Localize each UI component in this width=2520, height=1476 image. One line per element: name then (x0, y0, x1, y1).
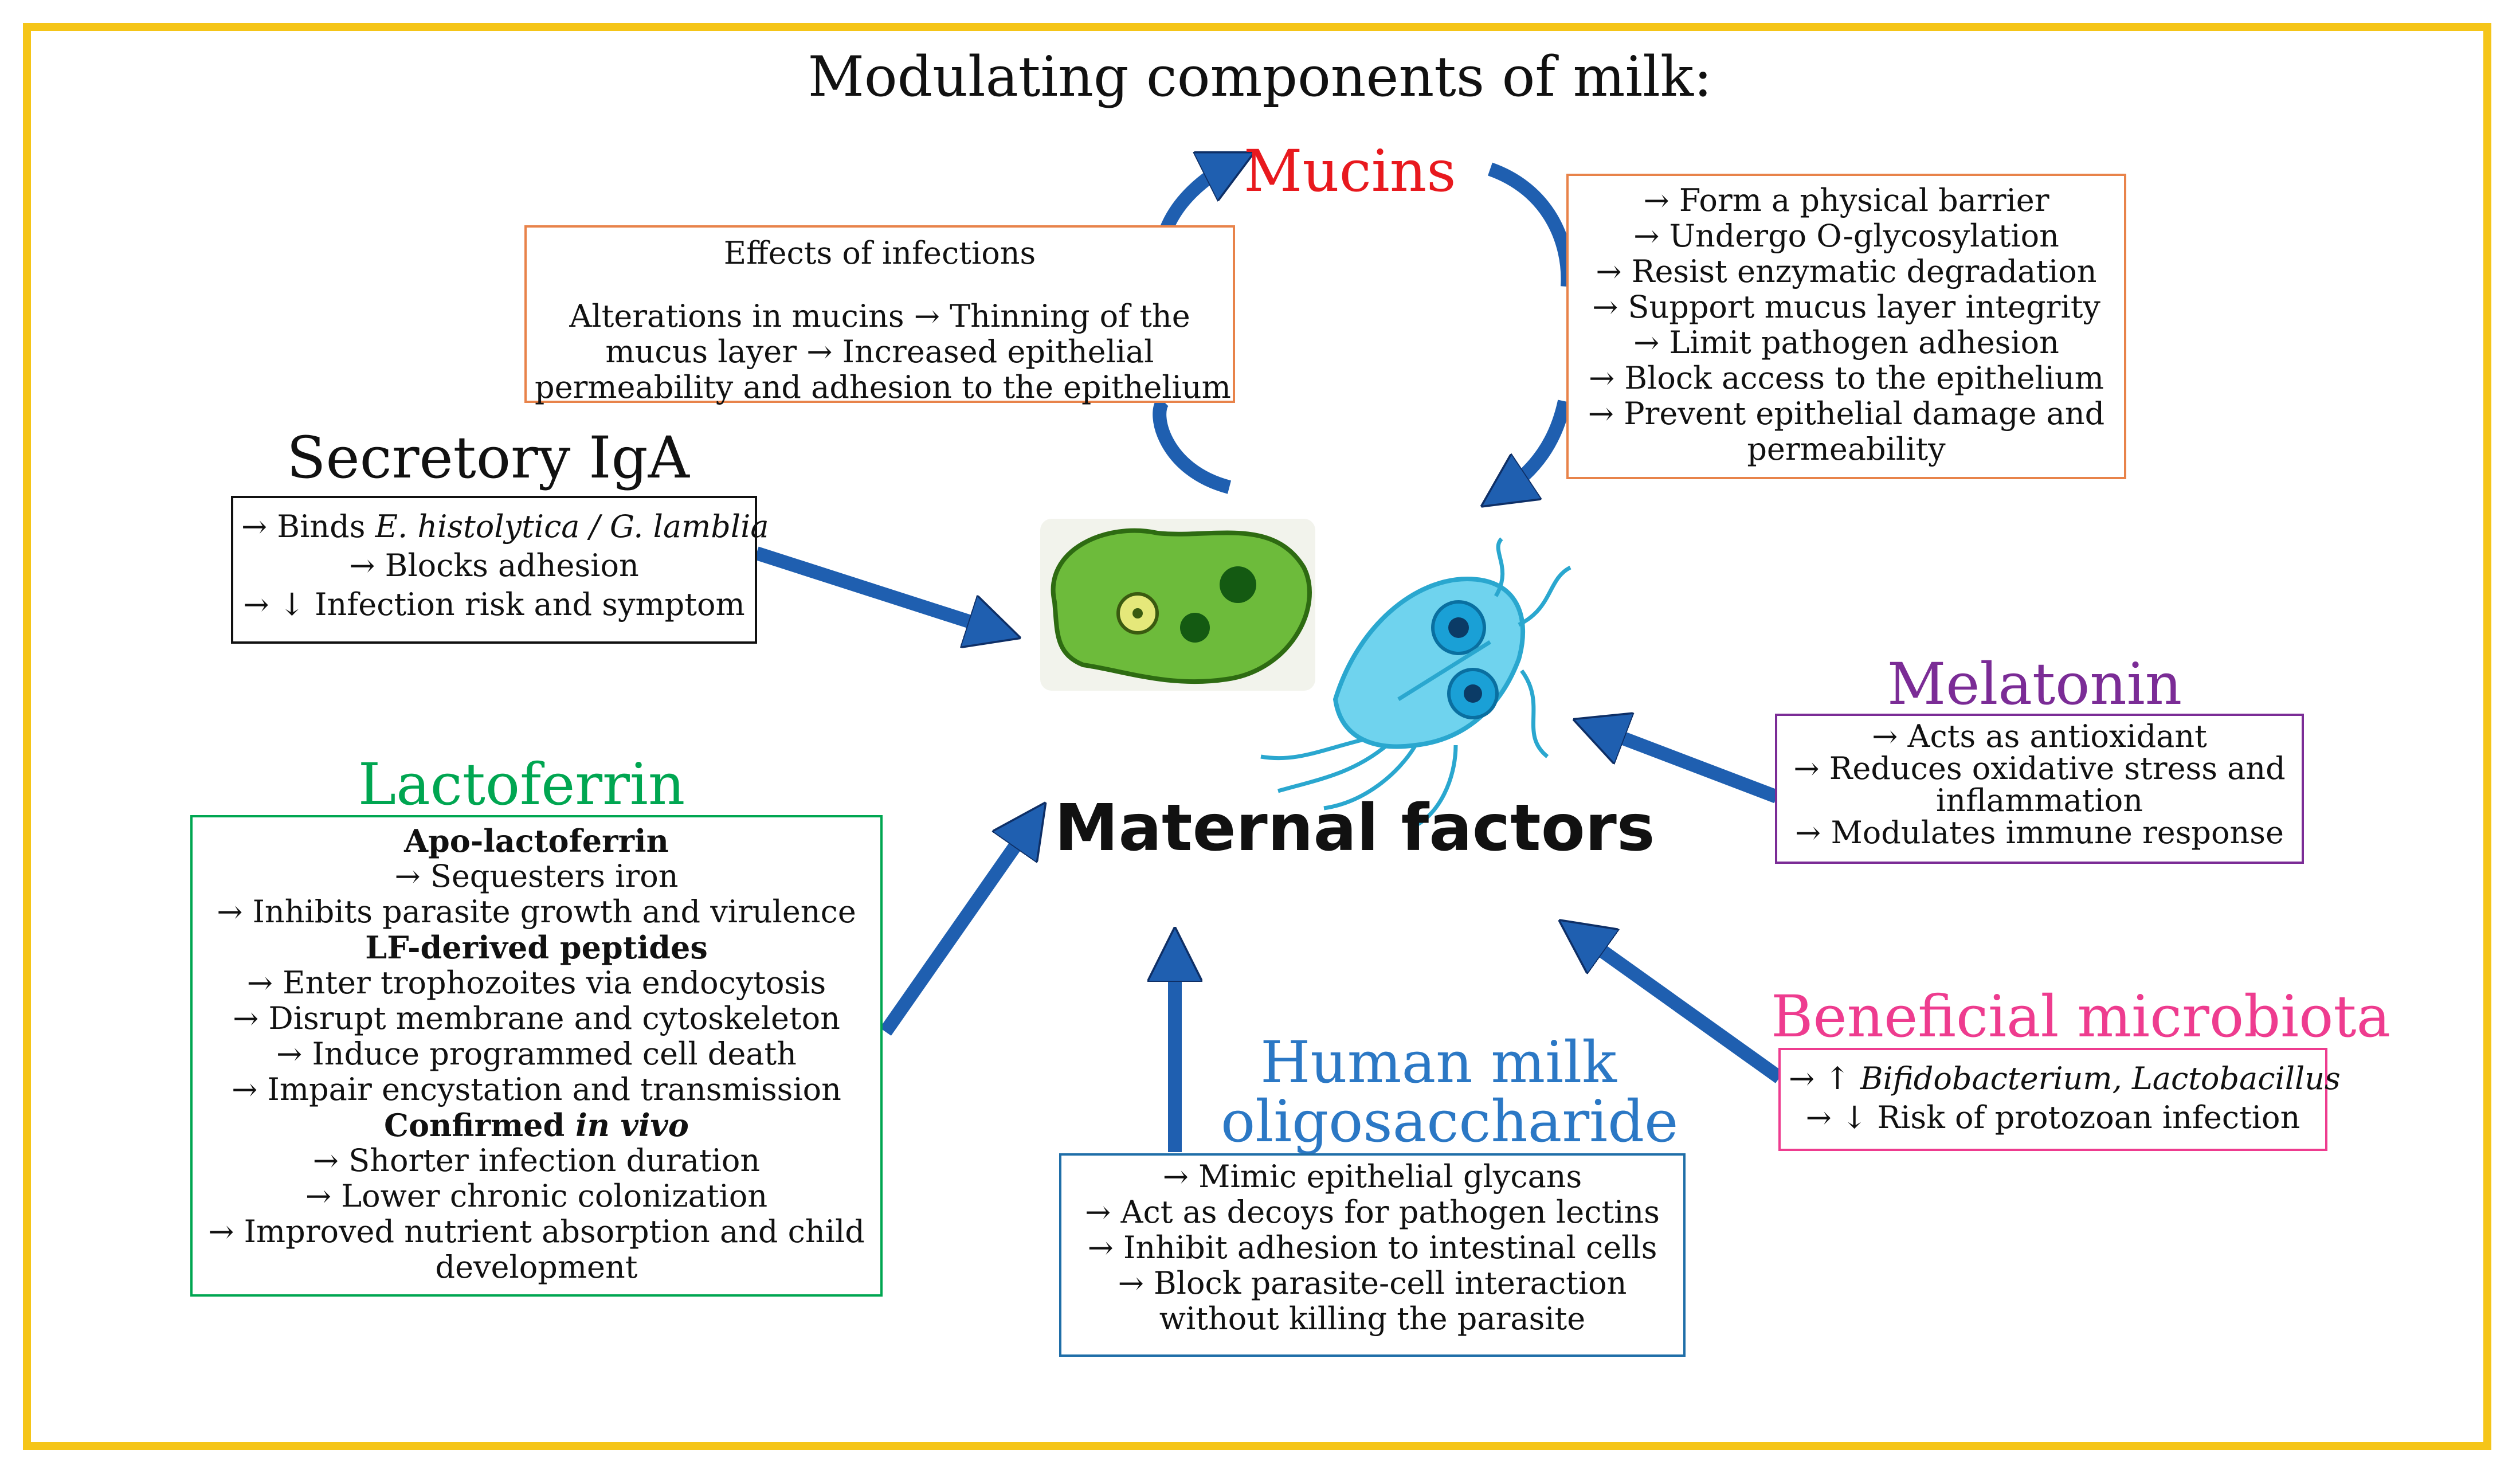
mucins-function-line: → Form a physical barrier (1643, 182, 2049, 218)
effects-line: Alterations in mucins → Thinning of the (569, 298, 1190, 334)
melatonin-line: inflammation (1935, 782, 2143, 819)
mucins-function-line: → Block access to the epithelium (1589, 360, 2104, 396)
maternal-factors-label: Maternal factors (1055, 791, 1655, 866)
arrow-mucins-cycle-right (1490, 162, 1575, 493)
melatonin-heading: Melatonin (1887, 651, 2182, 718)
microbiota-line: → ↓ Risk of protozoan infection (1805, 1099, 2300, 1136)
lactoferrin-line: → Enter trophozoites via endocytosis (246, 965, 826, 1001)
hmo-heading-line2: oligosaccharide (1221, 1088, 1679, 1155)
iga-line-binds: → Binds E. histolytica / G. lamblia (241, 507, 769, 546)
lactoferrin-subheading: LF-derived peptides (365, 929, 708, 966)
lactoferrin-line: → Induce programmed cell death (276, 1036, 797, 1072)
lactoferrin-heading: Lactoferrin (358, 751, 685, 818)
iga-line: → ↓ Infection risk and symptom (243, 586, 745, 622)
lactoferrin-line: development (435, 1249, 638, 1285)
lactoferrin-line: → Disrupt membrane and cytoskeleton (233, 1000, 840, 1036)
in-vivo-prefix: Confirmed (384, 1107, 576, 1144)
microbiota-genera: Bifidobacterium, Lactobacillus (1860, 1060, 2341, 1097)
melatonin-line: → Acts as antioxidant (1872, 718, 2207, 754)
microbiota-line-prefix: → ↑ (1789, 1060, 1860, 1097)
hmo-heading-line1: Human milk (1260, 1029, 1617, 1096)
hmo-line: → Inhibit adhesion to intestinal cells (1087, 1230, 1657, 1266)
melatonin-line: → Reduces oxidative stress and (1793, 750, 2286, 786)
lactoferrin-line: → Sequesters iron (394, 858, 679, 894)
lactoferrin-line: → Impair encystation and transmission (232, 1071, 841, 1107)
effects-line: mucus layer → Increased epithelial (605, 334, 1154, 370)
mucins-function-line: → Prevent epithelial damage and (1588, 396, 2105, 432)
melatonin-box: → Acts as antioxidant → Reduces oxidativ… (1775, 714, 2304, 864)
arrow-microbiota (1579, 934, 1784, 1083)
arrow-melatonin (1596, 728, 1780, 804)
iga-box: → Binds E. histolytica / G. lamblia → Bl… (231, 496, 769, 644)
hmo-line: without killing the parasite (1159, 1301, 1586, 1337)
microbiota-line-genera: → ↑ Bifidobacterium, Lactobacillus (1789, 1059, 2341, 1098)
mucins-function-line: permeability (1747, 431, 1946, 467)
arrow-mucins-cycle-left (1153, 163, 1232, 494)
mucins-function-line: → Resist enzymatic degradation (1596, 253, 2097, 289)
iga-line-binds-prefix: → Binds (241, 508, 375, 545)
iga-heading: Secretory IgA (287, 424, 689, 491)
mucins-function-line: → Support mucus layer integrity (1592, 289, 2100, 325)
amoeba-icon (1040, 519, 1315, 691)
effects-title: Effects of infections (723, 235, 1036, 271)
lactoferrin-line: → Improved nutrient absorption and child (208, 1213, 865, 1250)
lactoferrin-subheading-in-vivo: Confirmed in vivo (201, 1107, 872, 1143)
melatonin-line: → Modulates immune response (1795, 815, 2284, 851)
giardia-icon (1260, 537, 1571, 828)
iga-pathogens: E. histolytica / G. lamblia (375, 508, 769, 545)
arrow-iga (754, 546, 997, 631)
hmo-line: → Act as decoys for pathogen lectins (1085, 1194, 1660, 1230)
hmo-box: → Mimic epithelial glycans → Act as deco… (1059, 1153, 1686, 1357)
in-vivo-italic: in vivo (575, 1107, 689, 1144)
hmo-line: → Block parasite-cell interaction (1118, 1265, 1627, 1301)
lactoferrin-line: → Inhibits parasite growth and virulence (217, 894, 856, 930)
lactoferrin-subheading: Apo-lactoferrin (404, 823, 669, 859)
figure-title: Modulating components of milk: (808, 45, 1712, 109)
mucins-functions-box: → Form a physical barrier → Undergo O-gl… (1566, 174, 2126, 479)
effects-line: permeability and adhesion to the epithel… (535, 369, 1231, 405)
mucins-function-line: → Undergo O-glycosylation (1633, 218, 2059, 254)
microbiota-heading: Beneficial microbiota (1771, 983, 2391, 1050)
lactoferrin-line: → Lower chronic colonization (305, 1178, 768, 1214)
lactoferrin-line: → Shorter infection duration (312, 1142, 761, 1179)
lactoferrin-box: Apo-lactoferrin → Sequesters iron → Inhi… (190, 815, 883, 1297)
mucins-function-line: → Limit pathogen adhesion (1633, 324, 2059, 361)
mucins-heading: Mucins (1244, 138, 1456, 205)
hmo-line: → Mimic epithelial glycans (1162, 1158, 1582, 1195)
effects-of-infections-box: Effects of infections Alterations in muc… (524, 225, 1235, 405)
microbiota-box: → ↑ Bifidobacterium, Lactobacillus → ↓ R… (1778, 1048, 2341, 1151)
iga-line: → Blocks adhesion (349, 547, 639, 584)
arrow-lactoferrin (880, 823, 1032, 1036)
